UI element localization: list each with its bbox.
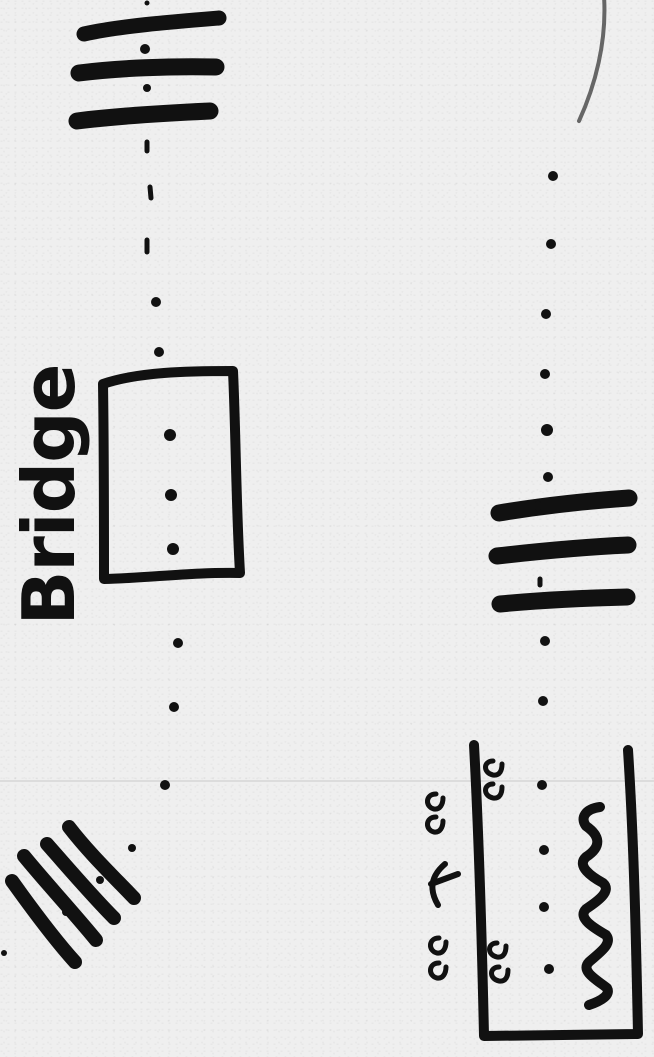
- right-track-dots: [537, 171, 558, 974]
- top-left-bars-icon: [77, 18, 219, 121]
- bridge-label: Bridge: [13, 365, 85, 626]
- left-water-symbols: [427, 794, 458, 978]
- right-curve: [579, 0, 604, 121]
- right-middle-bars-icon: [497, 498, 629, 604]
- water-basin: [474, 745, 638, 1036]
- right-water-symbols: [486, 761, 509, 981]
- bottom-left-diagonal-bars-icon: [12, 827, 134, 962]
